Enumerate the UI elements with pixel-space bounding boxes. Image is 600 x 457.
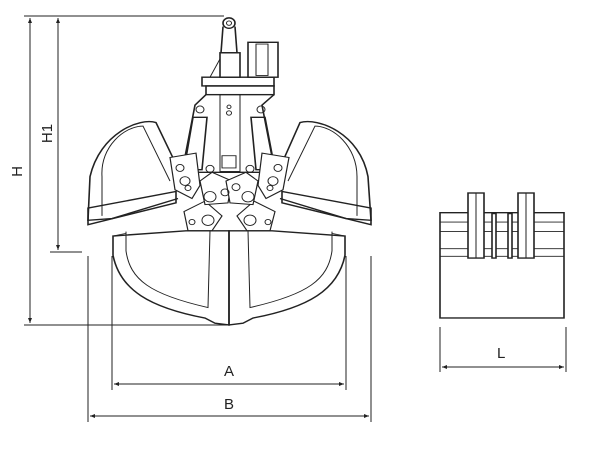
- dimension-h: [24, 15, 228, 326]
- dimension-label-h1: H1: [39, 123, 57, 144]
- dimension-b: [87, 256, 372, 422]
- dimension-label-b: B: [224, 396, 235, 413]
- dimension-label-h: H: [8, 166, 26, 177]
- dimension-label-a: A: [224, 363, 235, 380]
- dimension-l: [439, 327, 567, 372]
- dimension-a: [111, 256, 347, 390]
- grab-front-view: [87, 17, 372, 326]
- grab-side-view: [439, 192, 565, 319]
- dimension-h1: [50, 18, 82, 253]
- dimension-label-l: L: [497, 345, 506, 362]
